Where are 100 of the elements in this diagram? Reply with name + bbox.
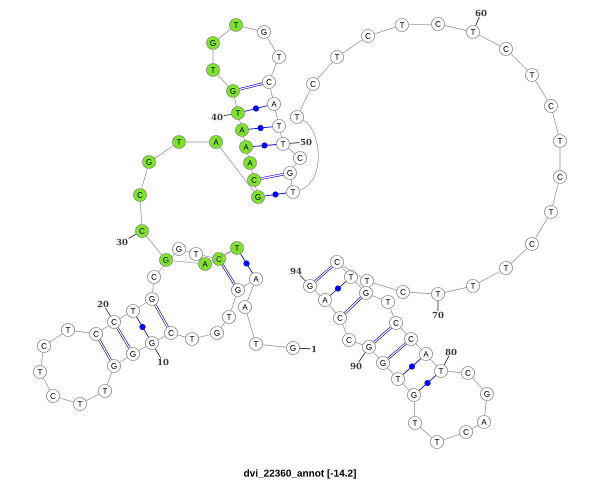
leader-line	[444, 356, 450, 366]
backbone-line	[372, 295, 382, 300]
position-number: 20	[98, 300, 109, 308]
backbone-line	[374, 26, 396, 34]
backbone-line	[202, 255, 213, 258]
backbone-line	[243, 136, 245, 141]
base-pair-line	[244, 105, 268, 112]
backbone-line	[158, 254, 175, 272]
backbone-line	[317, 62, 333, 80]
backbone-line	[415, 343, 422, 350]
backbone-line	[472, 378, 483, 390]
backbone-line	[444, 25, 467, 31]
backbone-line	[472, 424, 478, 430]
backbone-line	[177, 334, 186, 338]
position-number: 90	[350, 362, 362, 370]
backbone-line	[293, 163, 297, 168]
backbone-line	[42, 378, 50, 390]
backbone-line	[390, 308, 394, 317]
backbone-line	[535, 218, 548, 238]
backbone-line	[342, 324, 347, 334]
backbone-line	[478, 34, 500, 46]
backbone-line	[138, 346, 146, 351]
base-pair-line	[240, 253, 253, 274]
backbone-line	[510, 53, 528, 71]
backbone-line	[314, 290, 320, 296]
backbone-line	[355, 282, 362, 288]
base-pair-line	[252, 142, 277, 148]
position-number: 60	[476, 10, 487, 16]
backbone-line	[300, 90, 310, 112]
backbone-line	[341, 266, 347, 272]
backbone-line	[535, 80, 548, 101]
base-pair-line	[222, 264, 236, 285]
backbone-line	[220, 147, 254, 192]
backbone-line	[141, 168, 148, 189]
title: dvi_22360_annot [-14.2]	[244, 469, 356, 479]
backbone-line	[552, 112, 559, 135]
backbone-line	[154, 145, 174, 159]
backbone-line	[185, 250, 190, 252]
backbone-line	[387, 368, 394, 374]
leader-line	[105, 308, 111, 317]
base-pair-line	[136, 316, 149, 338]
leader-line	[223, 114, 232, 116]
backbone-line	[275, 110, 278, 120]
backbone-line	[251, 169, 253, 174]
backbone-line	[414, 401, 416, 417]
backbone-line	[242, 26, 258, 31]
backbone-line	[86, 394, 100, 402]
backbone-line	[119, 357, 128, 363]
backbone-line	[198, 334, 211, 338]
backbone-line	[510, 248, 528, 264]
base-pair-line	[344, 296, 362, 314]
leader-line	[475, 16, 480, 26]
backbone-line	[262, 344, 287, 348]
base-pair-line	[264, 192, 287, 198]
base-pair-line	[387, 342, 407, 360]
backbone-line	[402, 383, 410, 391]
backbone-line	[234, 97, 237, 107]
backbone-line	[271, 62, 277, 76]
backbone-line	[267, 37, 276, 52]
backbone-line	[120, 314, 128, 319]
backbone-line	[478, 270, 500, 284]
backbone-line	[218, 28, 231, 40]
position-number: 10	[158, 358, 169, 366]
backbone-line	[270, 88, 273, 98]
backbone-line	[220, 322, 226, 328]
backbone-line	[373, 282, 397, 290]
backbone-line	[443, 434, 460, 440]
backbone-line	[158, 336, 166, 340]
base-pair-line	[248, 125, 273, 131]
backbone-line	[552, 183, 559, 206]
backbone-line	[59, 398, 74, 402]
leader-line	[289, 142, 300, 144]
backbone-line	[101, 325, 109, 331]
backbone-line	[152, 283, 154, 293]
backbone-line	[280, 132, 282, 138]
backbone-line	[444, 287, 467, 293]
base-pair-line	[402, 358, 422, 375]
backbone-line	[400, 328, 407, 334]
base-pair-line	[116, 327, 131, 349]
backbone-line	[40, 352, 44, 366]
base-pair-line	[260, 173, 284, 180]
backbone-line	[230, 296, 236, 311]
backbone-line	[106, 372, 112, 385]
base-pair-line	[154, 304, 169, 328]
backbone-line	[329, 304, 336, 314]
backbone-line	[217, 74, 229, 86]
backbone-line	[408, 24, 432, 26]
base-pair-line	[373, 326, 392, 344]
backbone-line	[243, 282, 251, 287]
base-pair-line	[330, 281, 346, 296]
leader-line	[299, 348, 311, 350]
backbone-line	[224, 251, 232, 256]
backbone-line	[342, 265, 362, 278]
backbone-line	[172, 260, 199, 264]
backbone-line	[140, 201, 142, 225]
backbone-line	[409, 292, 432, 294]
backbone-line	[299, 120, 319, 190]
position-number: 70	[432, 312, 444, 318]
position-number: 80	[446, 348, 457, 356]
position-number: 94	[290, 268, 302, 274]
